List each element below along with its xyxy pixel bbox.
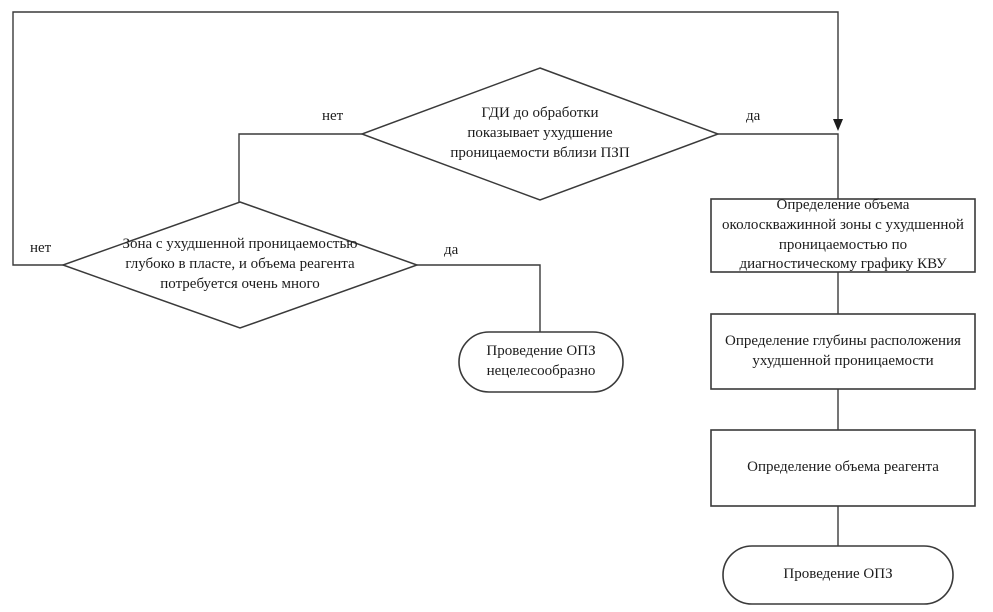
edge-label-gdi-yes: да [746, 108, 761, 124]
process-reagent-volume-text: Определение объема реагента [747, 459, 939, 476]
decision-diamond-zone [60, 201, 420, 329]
process-box-reagent-volume [710, 429, 976, 507]
decision-zone-text: Зона с ухудшенной проницаемостью глубоко… [122, 236, 358, 292]
process-box-depth [710, 313, 976, 390]
process-volume-zone-text: Определение объема околоскважинной зоны … [722, 196, 964, 273]
decision-diamond-gdi [359, 67, 721, 201]
connector-feedback-loop [12, 11, 839, 266]
terminator-infeasible-shape [458, 331, 624, 393]
terminator-infeasible-text: Проведение ОПЗ нецелесообразно [486, 343, 596, 379]
connector-zone-yes [417, 264, 541, 332]
edge-label-zone-yes: да [444, 242, 459, 258]
process-box-volume-zone [710, 198, 976, 273]
edge-label-zone-no: нет [30, 240, 52, 256]
connector-gdi-yes [718, 133, 839, 199]
process-depth-text: Определение глубины расположения ухудшен… [725, 332, 961, 369]
terminator-opz-shape [722, 545, 954, 605]
terminator-opz-text: Проведение ОПЗ [783, 566, 893, 583]
edge-label-gdi-no: нет [322, 108, 344, 124]
arrowhead-down-icon [833, 119, 843, 131]
decision-gdi-text: ГДИ до обработки показывает ухудшение пр… [450, 105, 630, 161]
connector-gdi-no [238, 133, 362, 202]
